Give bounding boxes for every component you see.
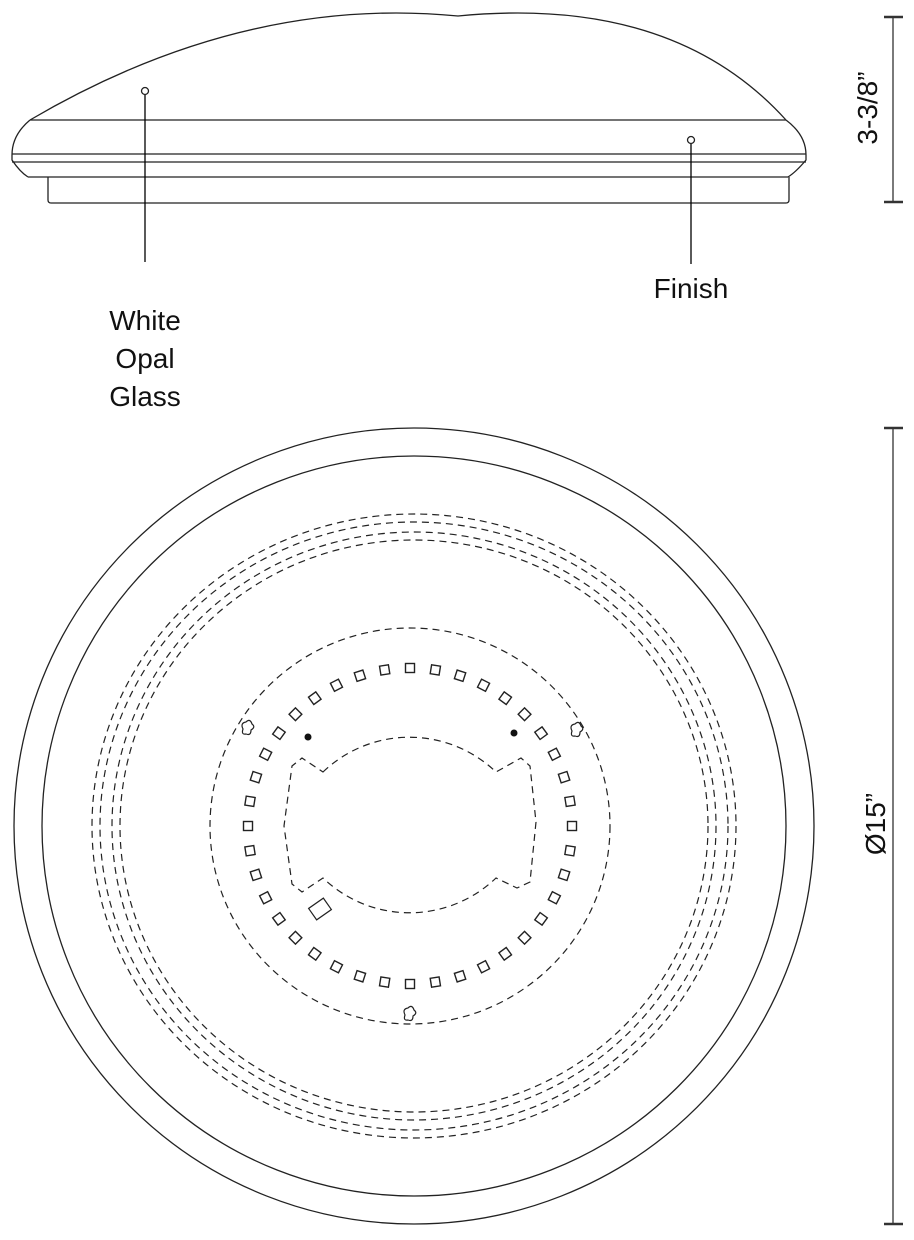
height-dimension-label: 3-3/8” — [852, 71, 883, 145]
diameter-dimension-label: Ø15” — [860, 792, 891, 856]
led-chip — [378, 663, 391, 676]
led-chip — [557, 868, 571, 882]
led-chip — [307, 946, 323, 962]
dome-rim-right — [785, 119, 807, 178]
led-chip — [533, 725, 549, 741]
glass-label-line-3: Glass — [109, 381, 181, 412]
led-chip — [429, 976, 442, 989]
led-chip — [557, 770, 571, 784]
mounting-plate-outline — [283, 736, 537, 914]
led-chip — [453, 669, 467, 683]
led-chip — [329, 959, 344, 974]
led-chip — [258, 747, 273, 762]
led-chip — [547, 890, 562, 905]
led-chip — [329, 678, 344, 693]
led-chip — [497, 690, 513, 706]
glass-label-line-2: Opal — [115, 343, 175, 374]
led-chip — [271, 725, 287, 741]
led-chip — [288, 706, 303, 722]
led-chip — [517, 706, 532, 722]
diffuser-ring-4 — [119, 539, 709, 1113]
led-chip — [353, 969, 367, 983]
inner-rim-circle — [41, 455, 787, 1197]
led-chip — [307, 690, 323, 706]
canopy-base — [47, 177, 790, 204]
finish-label-line: Finish — [653, 273, 729, 304]
clip-right — [570, 721, 584, 738]
screw-left — [304, 733, 312, 741]
driver-connector — [307, 897, 333, 921]
screw-right — [510, 729, 518, 737]
led-chip — [249, 770, 263, 784]
led-chip — [288, 930, 303, 946]
finish-callout-label: Finish — [631, 270, 751, 308]
height-dimension — [884, 15, 903, 204]
led-chip — [353, 669, 367, 683]
led-chip — [378, 976, 391, 989]
clip-symbols — [241, 719, 584, 1022]
led-chip — [476, 959, 491, 974]
dome-rim-left — [11, 119, 31, 178]
diameter-dimension — [884, 426, 903, 1226]
led-chip — [453, 969, 467, 983]
finish-callout-dot — [686, 135, 696, 145]
outer-rim-circle — [13, 427, 815, 1225]
led-chip — [244, 844, 256, 857]
led-chip — [429, 663, 442, 676]
led-chip — [476, 678, 491, 693]
glass-label-line-1: White — [109, 305, 181, 336]
led-chip — [244, 795, 256, 808]
led-chip — [497, 946, 513, 962]
led-chip — [566, 820, 578, 832]
led-chip — [249, 868, 263, 882]
led-chip — [271, 911, 287, 927]
diffuser-ring-3 — [111, 531, 717, 1121]
led-chip — [517, 930, 532, 946]
led-chip — [242, 820, 254, 832]
glass-callout-label: White Opal Glass — [85, 302, 205, 416]
led-chip — [404, 662, 416, 674]
led-chip — [564, 844, 576, 857]
glass-dome-outline — [29, 12, 787, 121]
led-chip — [533, 911, 549, 927]
diffuser-ring-2 — [99, 521, 729, 1131]
clip-left — [241, 719, 255, 736]
mounting-screws — [304, 729, 518, 741]
led-chip — [547, 747, 562, 762]
led-chip-ring — [242, 662, 578, 990]
led-board-outline — [209, 627, 611, 1025]
clip-bottom — [403, 1005, 417, 1022]
side-elevation-view — [11, 12, 807, 264]
led-chip — [404, 978, 416, 990]
glass-callout-dot — [140, 86, 150, 96]
led-chip — [258, 890, 273, 905]
top-plan-view — [13, 427, 815, 1225]
led-chip — [564, 795, 576, 808]
diffuser-ring-1 — [91, 513, 737, 1139]
